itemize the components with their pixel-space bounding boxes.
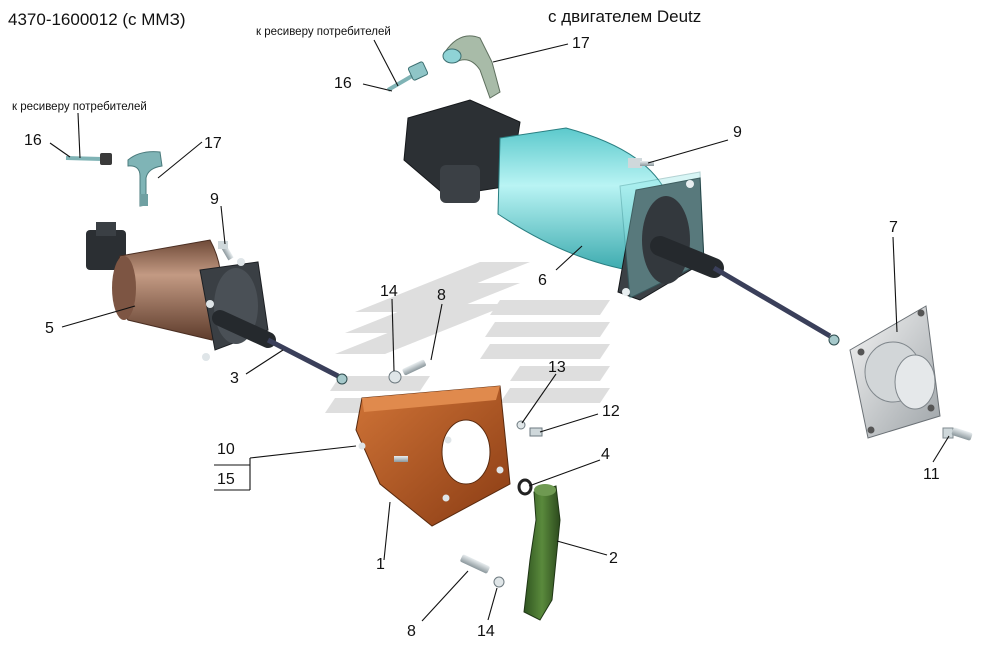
cylinder-left	[86, 222, 269, 361]
washer-14-lower	[493, 576, 505, 588]
washer-14-upper	[388, 370, 402, 384]
callout-17-left: 17	[204, 135, 222, 152]
title-left: 4370-1600012 (с ММЗ)	[8, 10, 186, 29]
bracket	[355, 385, 511, 527]
callout-14-upper: 14	[380, 283, 398, 300]
note-receiver-left: к ресиверу потребителей	[12, 101, 147, 113]
adapter-plate	[849, 305, 941, 439]
callout-labels: 16 17 9 5 3 16 17 9 6 7 11 14 8 13 12 4 …	[24, 35, 940, 640]
callout-14-lower: 14	[477, 623, 495, 640]
callout-9-right: 9	[733, 124, 742, 141]
title-right: с двигателем Deutz	[548, 7, 701, 26]
leader-lines	[49, 39, 950, 622]
callout-7: 7	[889, 219, 898, 236]
callout-8-upper: 8	[437, 287, 446, 304]
callout-11: 11	[923, 466, 940, 483]
bolt-9-right	[628, 158, 654, 168]
callout-12: 12	[602, 403, 620, 420]
bolt-8-lower	[460, 554, 490, 574]
pushrod-right	[650, 236, 840, 346]
callout-3: 3	[230, 370, 239, 387]
callout-17-top: 17	[572, 35, 590, 52]
callout-16-left: 16	[24, 132, 42, 149]
elbow-fitting-top	[442, 35, 501, 99]
pipe-fitting-left	[65, 153, 112, 165]
callout-10: 10	[217, 441, 235, 458]
callout-9-left: 9	[210, 191, 219, 208]
bolt-12	[529, 427, 543, 437]
lever	[523, 484, 561, 621]
bolt-8-upper	[402, 359, 426, 376]
callout-16-top: 16	[334, 75, 352, 92]
note-receiver-top: к ресиверу потребителей	[256, 26, 391, 38]
callout-15: 15	[217, 471, 235, 488]
callout-5: 5	[45, 320, 54, 337]
washer-13	[516, 420, 526, 430]
callout-8-lower: 8	[407, 623, 416, 640]
pipe-fitting-top	[386, 61, 429, 92]
pushrod-left	[212, 310, 348, 385]
cylinder-right	[403, 99, 705, 301]
ring-4	[517, 478, 533, 496]
callout-13: 13	[548, 359, 566, 376]
bolt-9-left	[218, 241, 234, 261]
callout-6: 6	[538, 272, 547, 289]
callout-1: 1	[376, 556, 385, 573]
elbow-fitting-left	[127, 151, 163, 207]
callout-4: 4	[601, 446, 610, 463]
callout-2: 2	[609, 550, 618, 567]
